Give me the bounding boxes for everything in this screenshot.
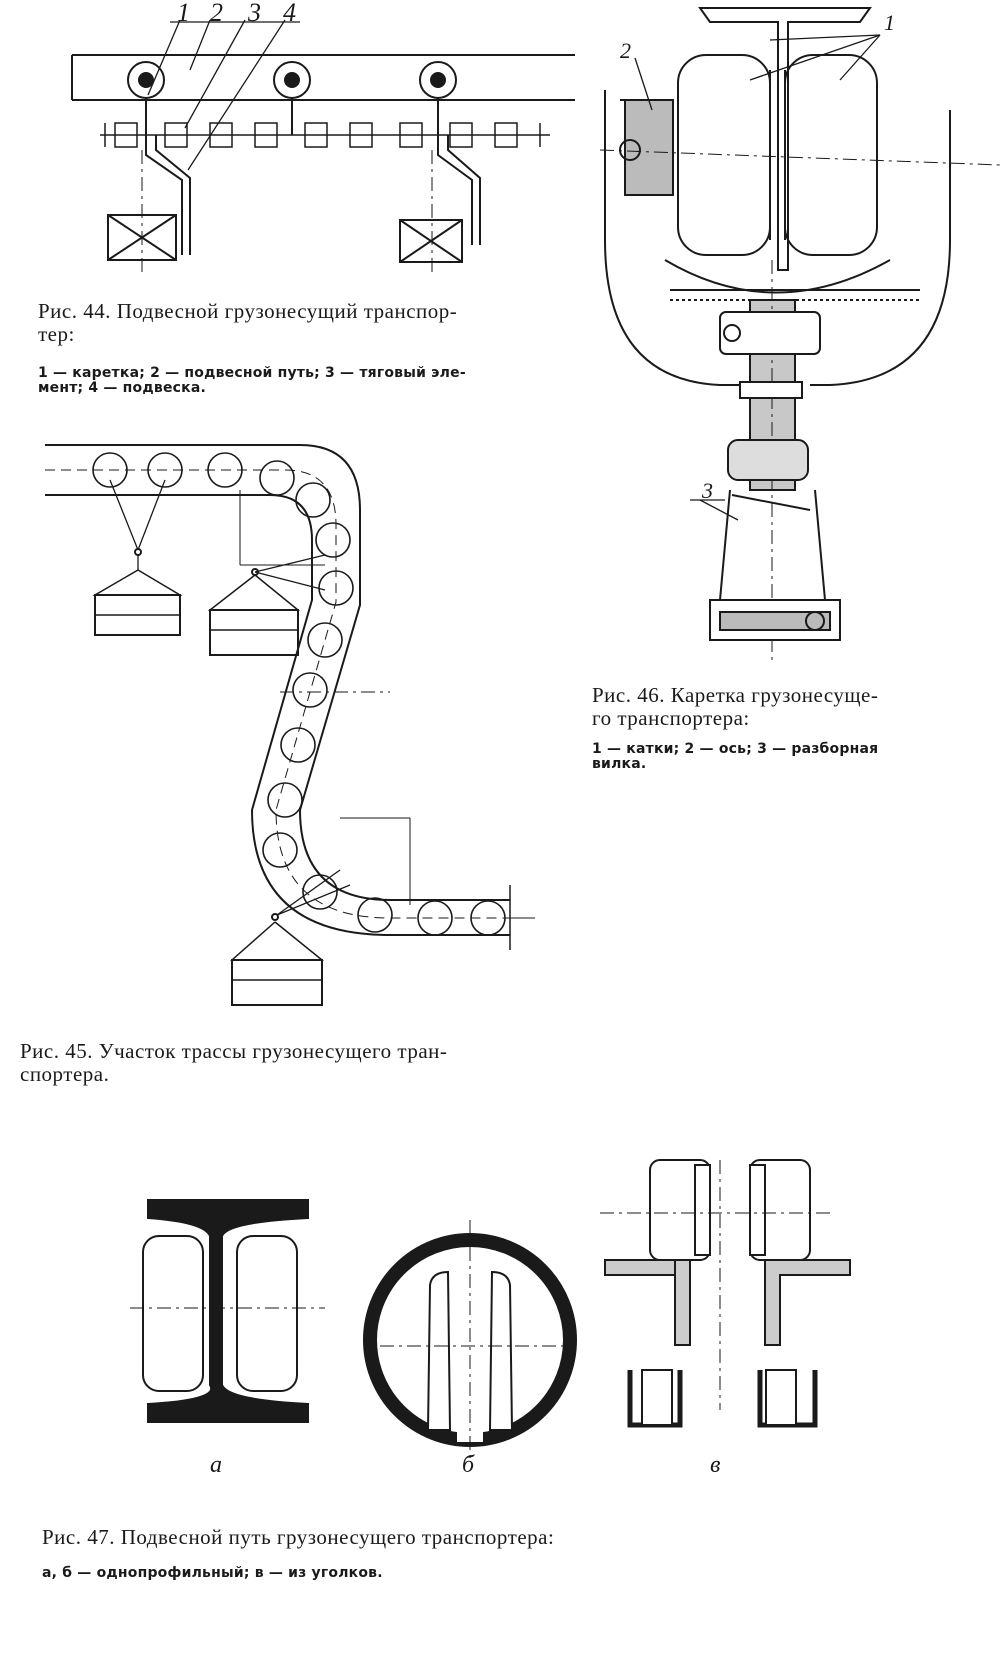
fig45-load xyxy=(231,959,323,1006)
fig46-legend: 1 — катки; 2 — ось; 3 — разборная вилка. xyxy=(592,741,879,772)
fig47-profile-c xyxy=(600,1159,851,1428)
fig44-suspension xyxy=(145,135,183,255)
fig46-axle-block xyxy=(624,99,674,196)
fig44-label-3: 3 xyxy=(248,0,261,27)
fig47-legend: а, б — однопрофильный; в — из уголков. xyxy=(42,1565,383,1581)
fig46-caption: Рис. 46. Каретка грузонесуще- го транспо… xyxy=(592,683,879,730)
fig46-fork xyxy=(719,489,826,601)
fig44-label-4: 4 xyxy=(283,0,296,27)
fig46-housing xyxy=(604,90,740,386)
fig47-profile-b xyxy=(363,1220,577,1460)
fig45-caption: Рис. 45. Участок трассы грузонесущего тр… xyxy=(20,1039,448,1086)
fig45-rollers xyxy=(92,452,506,936)
fig44-suspension xyxy=(437,135,473,245)
fig45-load xyxy=(209,609,299,656)
fig45-svg xyxy=(45,444,535,1006)
fig47-label-c: в xyxy=(710,1452,721,1478)
fig45-track-inner xyxy=(45,494,510,936)
fig44-label-2: 2 xyxy=(210,0,223,27)
figure-46-drawing: 1 2 3 xyxy=(590,0,1007,670)
fig46-label-1: 1 xyxy=(884,10,895,35)
fig46-label-3: 3 xyxy=(702,478,713,503)
fig47-label-b: б xyxy=(462,1452,475,1478)
fig46-svg xyxy=(599,7,1001,660)
fig46-roller-right xyxy=(784,54,878,256)
fig44-svg xyxy=(71,19,575,275)
fig44-label-1: 1 xyxy=(177,0,190,27)
fig44-caption: Рис. 44. Подвесной грузонесущий транспор… xyxy=(38,299,458,346)
fig47-profile-a xyxy=(130,1199,325,1423)
fig44-legend: 1 — каретка; 2 — подвесной путь; 3 — тяг… xyxy=(38,365,466,396)
fig44-load xyxy=(399,219,463,263)
figure-45-drawing xyxy=(40,430,540,1020)
figure-47-drawing: а б в xyxy=(110,1140,990,1510)
fig47-label-a: а xyxy=(210,1452,222,1478)
fig47-caption: Рис. 47. Подвесной путь грузонесущего тр… xyxy=(42,1525,555,1549)
fig46-roller-left xyxy=(677,54,771,256)
figure-44-drawing: 1 2 3 4 xyxy=(60,0,580,290)
fig47-svg xyxy=(130,1159,851,1460)
fig46-label-2: 2 xyxy=(620,38,631,63)
fig45-track-outer xyxy=(45,444,510,901)
